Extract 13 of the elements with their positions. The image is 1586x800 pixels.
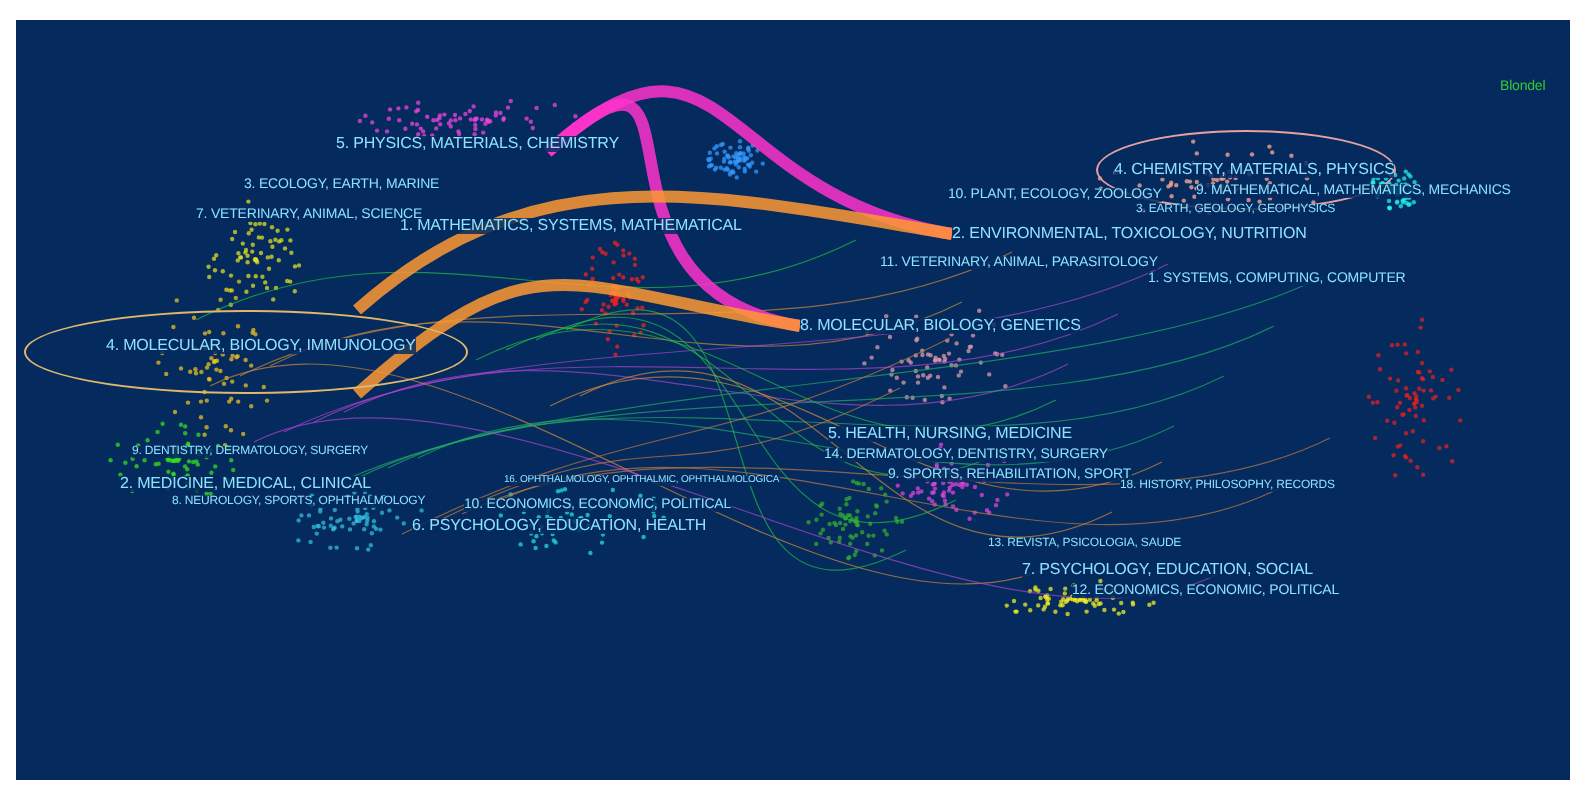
citation-ribbon	[353, 190, 953, 315]
cluster-label: 1. MATHEMATICS, SYSTEMS, MATHEMATICAL	[400, 218, 742, 234]
cluster-label: 6. PSYCHOLOGY, EDUCATION, HEALTH	[412, 518, 707, 534]
cluster-label: 4. CHEMISTRY, MATERIALS, PHYSICS	[1114, 162, 1395, 178]
cluster-label: 4. MOLECULAR, BIOLOGY, IMMUNOLOGY	[106, 338, 416, 354]
cluster-label: 5. HEALTH, NURSING, MEDICINE	[828, 426, 1072, 442]
citation-ribbon	[353, 279, 802, 399]
cluster-label: 8. MOLECULAR, BIOLOGY, GENETICS	[800, 318, 1081, 334]
cluster-ellipse	[24, 310, 468, 394]
cluster-label: 7. PSYCHOLOGY, EDUCATION, SOCIAL	[1022, 562, 1313, 578]
cluster-label: 2. ENVIRONMENTAL, TOXICOLOGY, NUTRITION	[952, 226, 1307, 242]
cluster-label: 2. MEDICINE, MEDICAL, CLINICAL	[120, 476, 371, 492]
cluster-label: 5. PHYSICS, MATERIALS, CHEMISTRY	[336, 136, 619, 152]
